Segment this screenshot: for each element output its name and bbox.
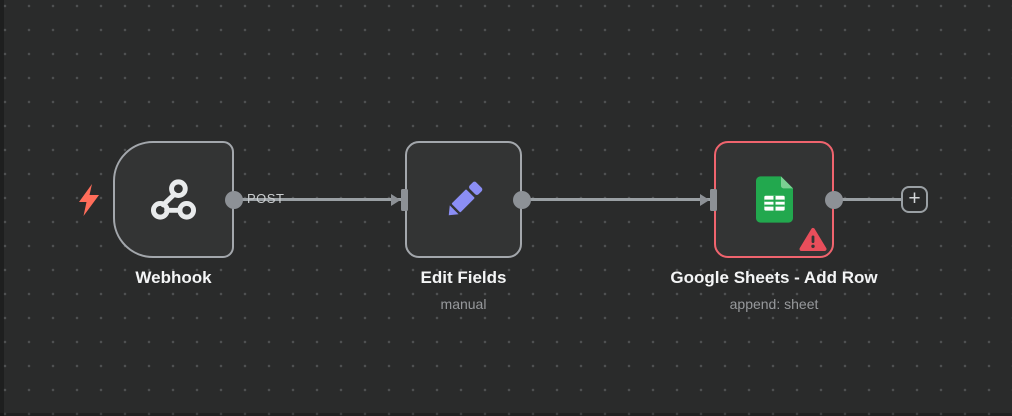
node-title-edit-fields: Edit Fields: [420, 268, 507, 287]
connection-sheets-to-add[interactable]: [835, 198, 901, 201]
connection-method-label: POST: [247, 191, 285, 206]
node-subtitle-google-sheets: append: sheet: [729, 296, 819, 312]
node-title-webhook: Webhook: [135, 268, 212, 287]
connection-editfields-to-sheets[interactable]: [522, 198, 714, 201]
input-port[interactable]: [391, 188, 409, 211]
output-port[interactable]: [513, 190, 531, 209]
warning-triangle-icon: [799, 228, 827, 251]
pencil-icon: [448, 181, 482, 215]
connection-webhook-to-editfields[interactable]: [234, 198, 405, 201]
node-google-sheets[interactable]: [700, 141, 843, 258]
plus-icon: +: [908, 186, 921, 210]
node-title-google-sheets: Google Sheets - Add Row: [670, 268, 878, 287]
node-edit-fields[interactable]: [391, 141, 531, 258]
node-webhook[interactable]: [113, 141, 243, 258]
output-port[interactable]: [825, 190, 843, 209]
add-node-button[interactable]: +: [901, 186, 928, 213]
input-port[interactable]: [700, 188, 718, 211]
google-sheets-icon: [755, 176, 793, 223]
canvas-left-edge: [0, 0, 4, 416]
node-subtitle-edit-fields: manual: [440, 296, 487, 312]
output-port[interactable]: [225, 190, 243, 209]
lightning-bolt-icon: [79, 184, 99, 216]
webhook-icon: [150, 179, 197, 220]
